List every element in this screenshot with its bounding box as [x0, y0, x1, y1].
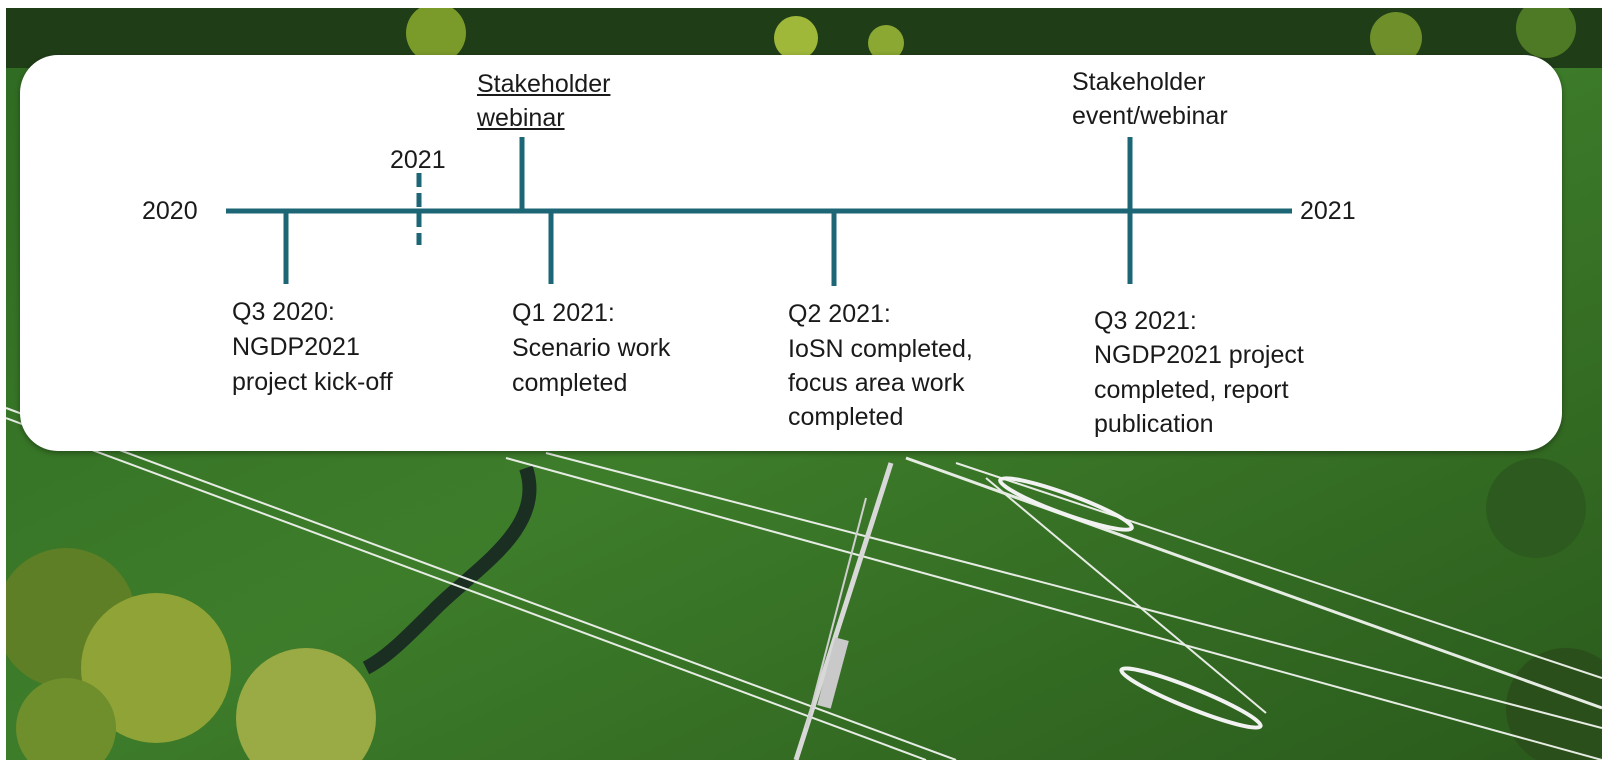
milestone-stakeholder-event-line1: Stakeholder — [1072, 68, 1206, 96]
timeline-start-label: 2020 — [142, 197, 198, 225]
milestone-stakeholder-event-line2: event/webinar — [1072, 102, 1228, 130]
milestone-q1-2021-line1: Q1 2021: — [512, 299, 615, 327]
milestone-q1-2021-line2: Scenario work — [512, 334, 671, 362]
timeline-end-label: 2021 — [1300, 197, 1356, 225]
milestone-q3-2021-line4: publication — [1094, 410, 1214, 438]
milestone-stakeholder-webinar-line1: Stakeholder — [477, 70, 611, 98]
milestone-q3-2021-line1: Q3 2021: — [1094, 307, 1197, 335]
milestone-q2-2021-line1: Q2 2021: — [788, 300, 891, 328]
milestone-q2-2021-line4: completed — [788, 403, 904, 431]
milestone-q1-2021-line3: completed — [512, 369, 628, 397]
milestone-q3-2020-line3: project kick-off — [232, 368, 393, 396]
timeline-card: 2020 2021 2021 Stakeholder webinar Stake… — [20, 55, 1562, 451]
year-marker-label: 2021 — [390, 146, 446, 174]
milestone-q3-2020-line1: Q3 2020: — [232, 298, 335, 326]
milestone-q3-2021-line2: NGDP2021 project — [1094, 341, 1304, 369]
milestone-stakeholder-webinar-line2: webinar — [477, 104, 565, 132]
timeline-graphic — [226, 137, 1292, 286]
milestone-q3-2021-line3: completed, report — [1094, 376, 1289, 404]
milestone-q3-2020-line2: NGDP2021 — [232, 333, 360, 361]
milestone-q2-2021-line3: focus area work — [788, 369, 965, 397]
milestone-q2-2021-line2: IoSN completed, — [788, 335, 973, 363]
